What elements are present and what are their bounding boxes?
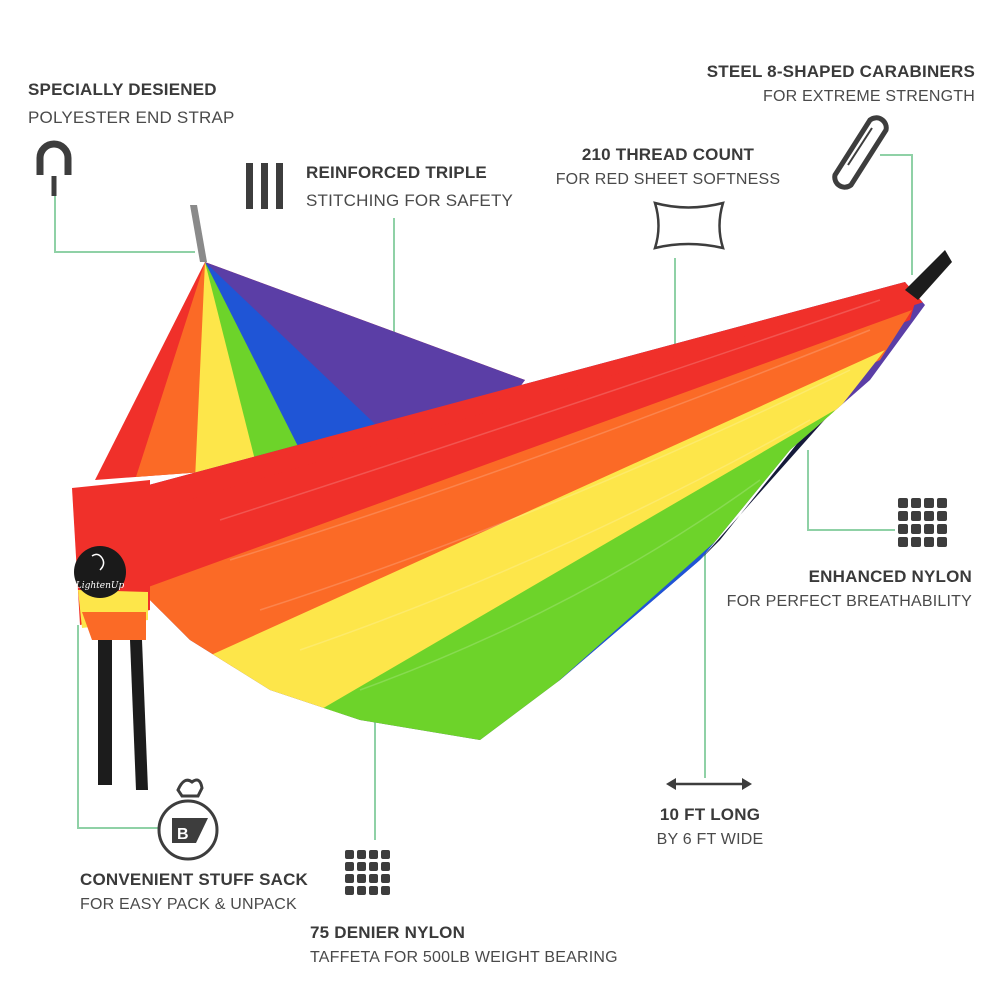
feature-denier: 75 DENIER NYLON TAFFETA FOR 500LB WEIGHT…	[310, 923, 618, 967]
feature-thread-count: 210 THREAD COUNT FOR RED SHEET SOFTNESS	[556, 145, 781, 189]
feature-heading: 10 FT LONG	[659, 805, 761, 824]
feature-sub: FOR RED SHEET SOFTNESS	[555, 170, 781, 188]
feature-heading: REINFORCED TRIPLE	[306, 163, 487, 182]
feature-sub: FOR EXTREME STRENGTH	[762, 87, 975, 105]
leader-sack	[77, 625, 158, 829]
weave-icon	[345, 850, 390, 895]
sheet-icon	[653, 201, 725, 250]
feature-sub: POLYESTER END STRAP	[28, 107, 235, 127]
feature-heading: CONVENIENT STUFF SACK	[80, 870, 309, 889]
leader-strap	[54, 190, 195, 253]
feature-carabiners: STEEL 8-SHAPED CARABINERS FOR EXTREME ST…	[707, 62, 975, 106]
brand-badge-text: LightenUp	[75, 581, 125, 591]
hanging-straps	[98, 640, 148, 790]
feature-dimensions: 10 FT LONG BY 6 FT WIDE	[657, 805, 764, 849]
nylon-grid-icon	[898, 498, 947, 547]
strap-hook-icon	[36, 140, 72, 196]
feature-sub: BY 6 FT WIDE	[656, 830, 764, 848]
carabiner-icon	[832, 115, 889, 190]
right-tree-strap	[905, 250, 952, 300]
feature-stitching: REINFORCED TRIPLE STITCHING FOR SAFETY	[306, 163, 513, 210]
leader-lines	[54, 154, 913, 840]
feature-heading: ENHANCED NYLON	[808, 567, 972, 586]
feature-heading: 75 DENIER NYLON	[310, 923, 466, 942]
leader-nylon	[807, 450, 895, 531]
triple-stitch-icon	[246, 163, 283, 209]
feature-sub: STITCHING FOR SAFETY	[306, 190, 514, 210]
feature-heading: STEEL 8-SHAPED CARABINERS	[706, 62, 975, 81]
brand-badge: LightenUp	[74, 546, 126, 598]
feature-sub: TAFFETA FOR 500LB WEIGHT BEARING	[310, 948, 618, 966]
feature-stuff-sack: CONVENIENT STUFF SACK FOR EASY PACK & UN…	[80, 870, 308, 914]
feature-enhanced-nylon: ENHANCED NYLON FOR PERFECT BREATHABILITY	[727, 567, 972, 611]
feature-heading: 210 THREAD COUNT	[581, 145, 755, 164]
fabric-creases	[219, 299, 881, 691]
leader-carabiner	[880, 154, 913, 275]
double-arrow-icon	[666, 778, 752, 790]
feature-sub: FOR EASY PACK & UNPACK	[80, 895, 297, 913]
feature-heading: SPECIALLY DESIENED	[28, 80, 217, 99]
feature-sub: FOR PERFECT BREATHABILITY	[726, 592, 972, 610]
feature-strap: SPECIALLY DESIENED POLYESTER END STRAP	[28, 80, 235, 127]
svg-text:B: B	[177, 826, 189, 843]
stuff-sack-icon: B	[157, 778, 219, 861]
